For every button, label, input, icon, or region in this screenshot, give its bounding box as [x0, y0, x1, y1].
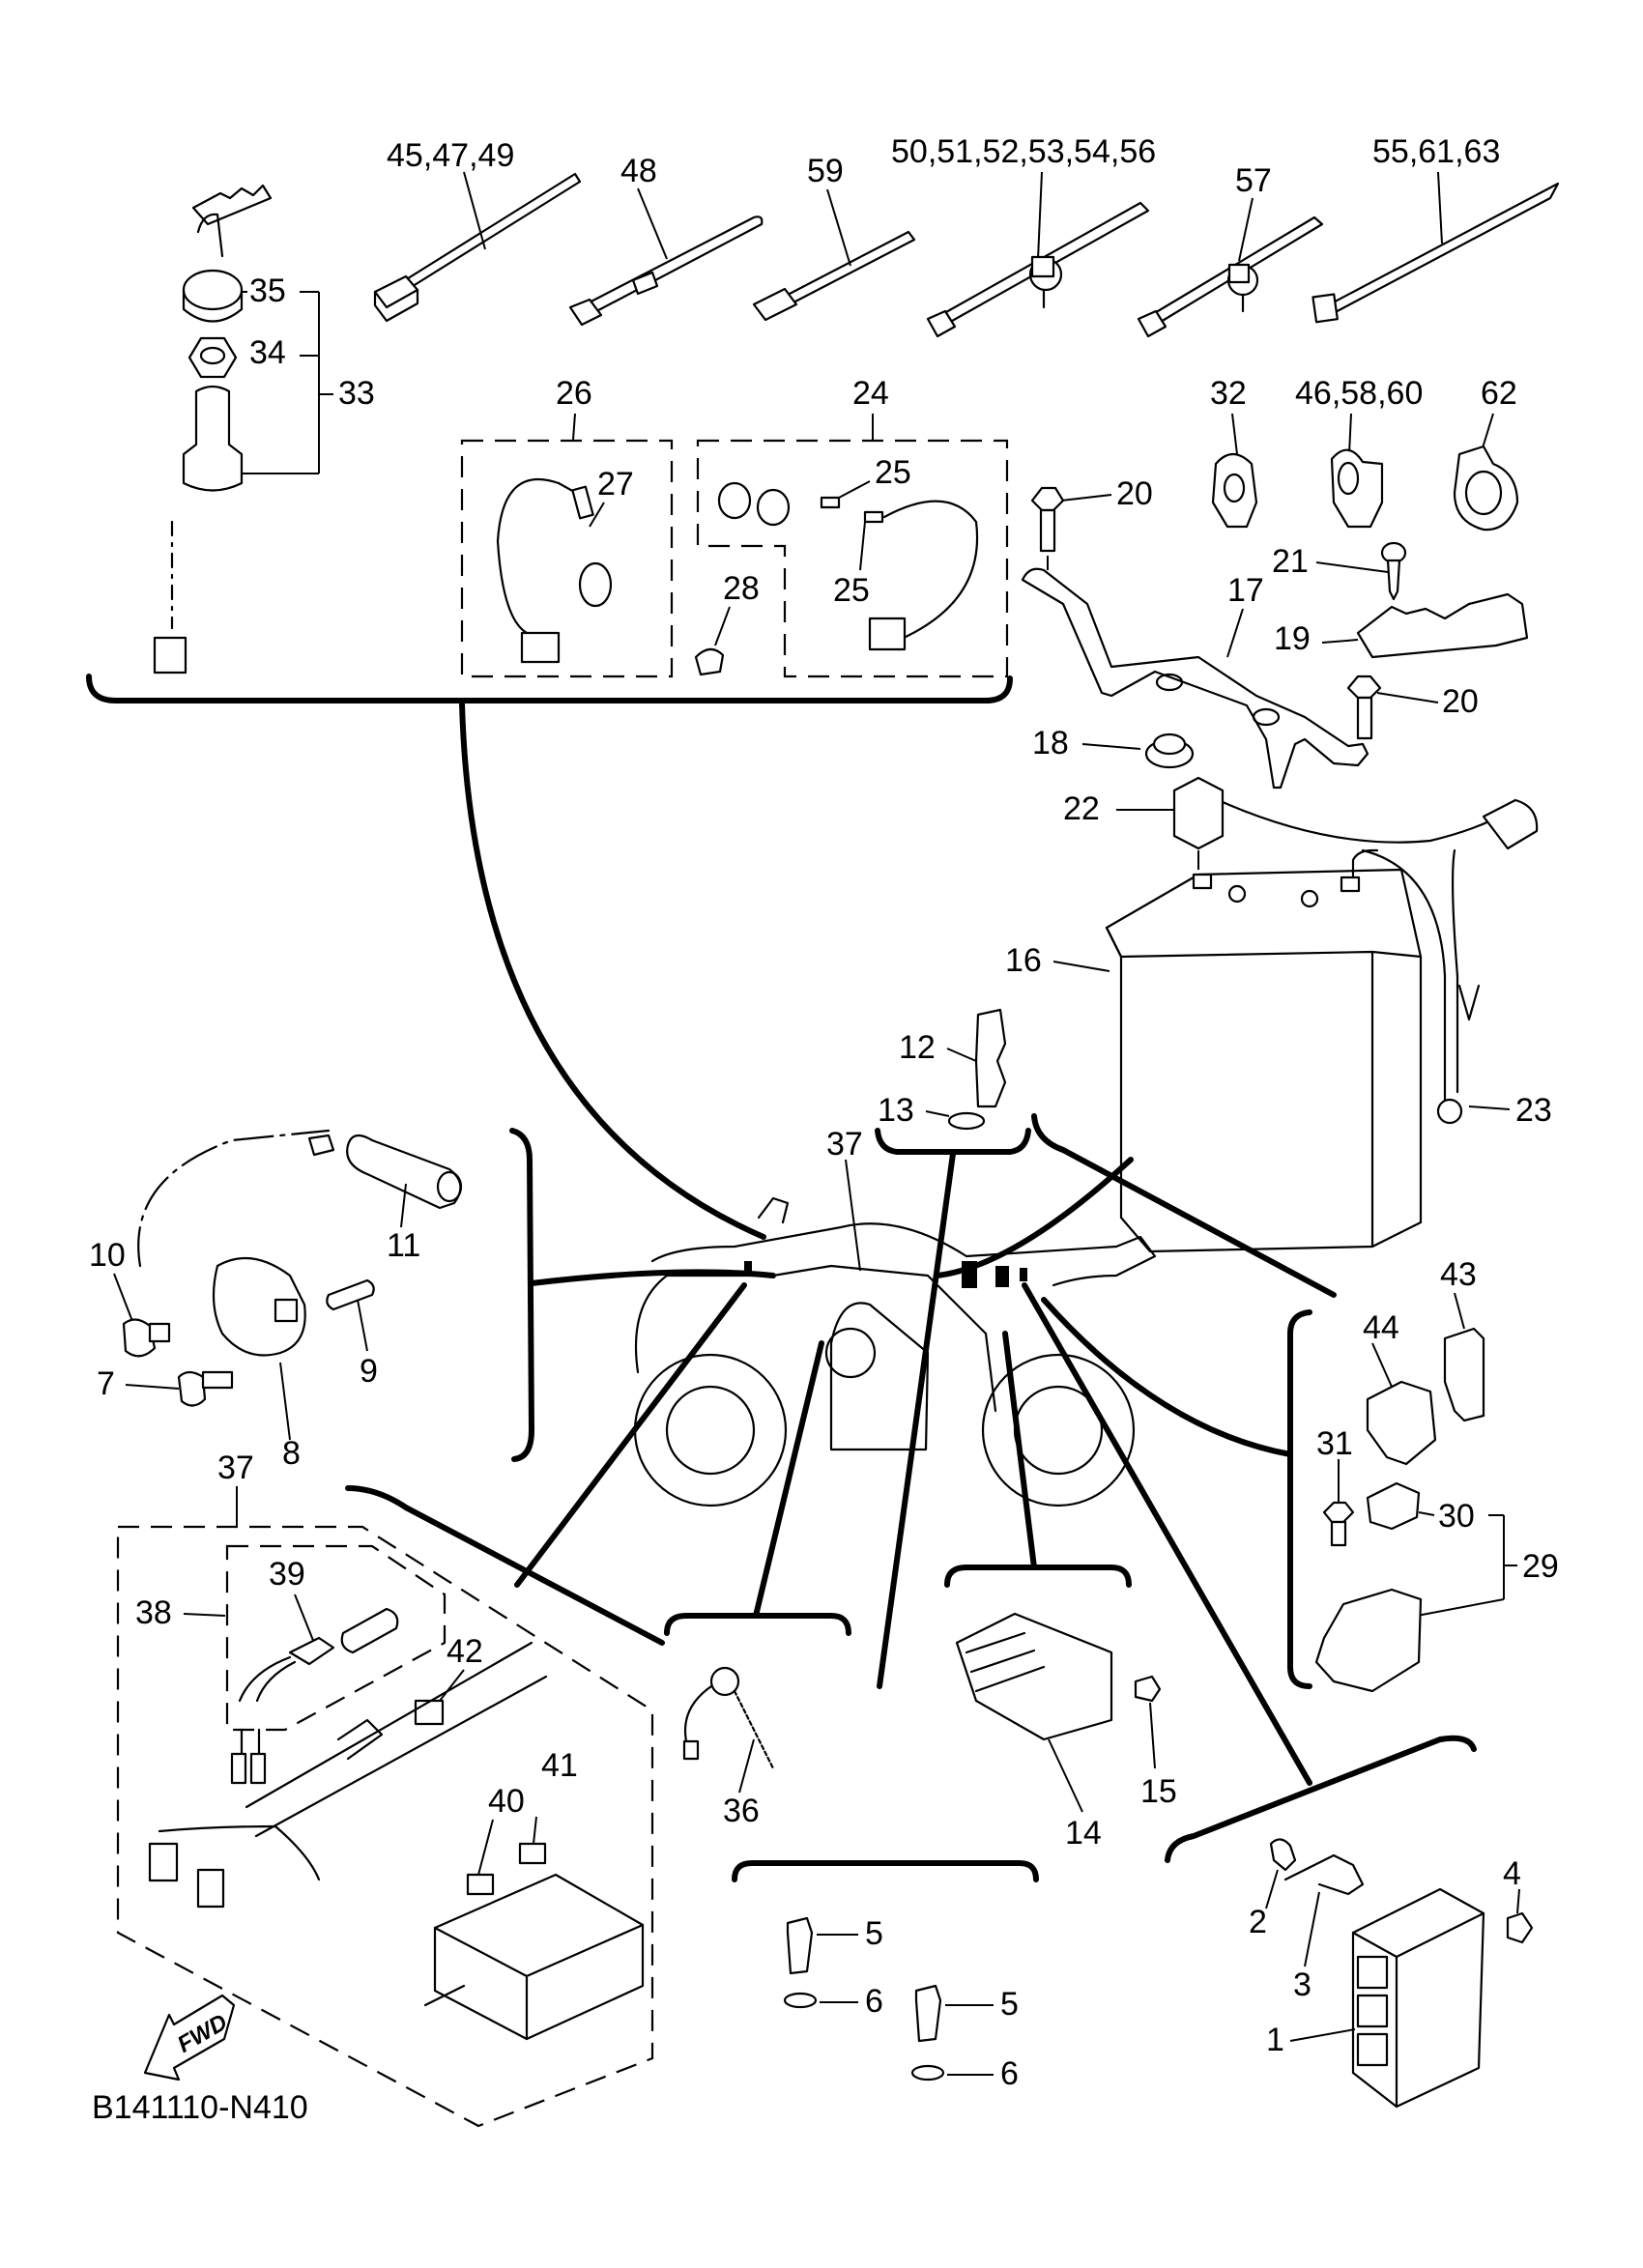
battery-16: 22 16 23 [1005, 776, 1552, 1253]
cable-tie-50-56: 50,51,52,53,54,56 [891, 133, 1156, 338]
callout-20b: 20 [1442, 683, 1479, 720]
callout-14: 14 [1065, 1815, 1102, 1852]
rectifier-14: 14 15 [944, 1331, 1177, 1852]
callout-12: 12 [899, 1029, 936, 1066]
callout-25b: 25 [833, 572, 870, 609]
callout-18: 18 [1032, 725, 1069, 761]
callout-5a: 5 [865, 1915, 883, 1952]
callout-22: 22 [1063, 790, 1100, 827]
cable-tie-48: 48 [568, 153, 764, 327]
callout-35: 35 [249, 273, 286, 309]
callout-6b: 6 [1000, 2055, 1019, 2092]
cable-tie-55-61-63: 55,61,63 [1312, 133, 1560, 324]
callout-8: 7 [97, 1365, 115, 1402]
callout-6a: 6 [865, 1983, 883, 2020]
callout-31: 31 [1316, 1425, 1353, 1462]
sub-harness-24: 24 25 25 28 [694, 375, 1009, 678]
cdi-unit: 2 3 1 4 [1022, 1282, 1534, 2109]
relay-group: 43 44 31 30 29 [1041, 1256, 1559, 1693]
callout-39: 39 [269, 1556, 305, 1593]
clip-32: 32 [1210, 375, 1258, 529]
cable-tie-59: 59 [752, 153, 916, 322]
diagram-code: B141110-N410 [92, 2089, 308, 2126]
callout-30: 30 [1438, 1498, 1475, 1535]
fwd-arrow-icon: FWD [143, 1994, 236, 2081]
callout-10: 10 [89, 1237, 126, 1274]
callout-5b: 5 [1000, 1986, 1019, 2023]
callout-16: 16 [1005, 942, 1042, 979]
callout-20a: 20 [1116, 475, 1153, 512]
callout-34: 34 [249, 334, 286, 371]
callout-48: 48 [620, 153, 657, 189]
callout-7: 8 [282, 1435, 301, 1472]
callout-24: 24 [852, 375, 889, 412]
callout-57: 57 [1235, 162, 1272, 199]
callout-15: 15 [1140, 1773, 1177, 1810]
callout-2: 2 [1249, 1904, 1267, 1940]
callout-37a: 37 [826, 1126, 863, 1163]
callout-1: 1 [1266, 2022, 1284, 2058]
ignition-coil: 11 10 9 7 8 [89, 1128, 776, 1472]
callout-9: 9 [360, 1353, 378, 1390]
callout-28: 28 [723, 570, 760, 607]
callout-21: 21 [1272, 543, 1309, 580]
callout-59: 59 [807, 153, 844, 189]
callout-37b: 37 [217, 1450, 254, 1486]
main-switch-assembly: 35 34 33 [153, 184, 375, 675]
callout-33: 33 [338, 375, 375, 412]
callout-3: 3 [1293, 1967, 1312, 2003]
callout-41: 41 [541, 1747, 578, 1784]
atv-vehicle: 37 [633, 1126, 1157, 1507]
callout-40: 40 [488, 1783, 525, 1820]
callout-42: 42 [447, 1633, 483, 1670]
callout-43: 43 [1440, 1256, 1477, 1293]
callout-44: 44 [1363, 1309, 1399, 1346]
callout-32: 32 [1210, 375, 1247, 412]
wire-harness-37: 37 38 39 42 41 40 [116, 1282, 747, 2128]
battery-bracket-17: 20 17 21 19 20 18 [1021, 475, 1529, 789]
callout-19: 19 [1274, 620, 1311, 657]
bracket-upper-assembly [86, 674, 1013, 703]
callout-55-61-63: 55,61,63 [1372, 133, 1500, 170]
callout-36: 36 [723, 1793, 760, 1829]
connector-line-upper [459, 701, 766, 1240]
sensor-36: 36 [664, 1340, 851, 1829]
callout-13: 13 [878, 1092, 914, 1129]
callout-25a: 25 [875, 454, 911, 491]
clip-46-58-60: 46,58,60 [1295, 375, 1423, 529]
callout-26: 26 [556, 375, 592, 412]
cable-tie-45-47-49: 45,47,49 [373, 137, 582, 323]
callout-11: 11 [387, 1227, 420, 1264]
callout-23: 23 [1515, 1092, 1552, 1129]
callout-50-56: 50,51,52,53,54,56 [891, 133, 1156, 170]
clip-62: 62 [1453, 375, 1519, 531]
callout-29: 29 [1522, 1548, 1559, 1585]
callout-27: 27 [597, 466, 634, 502]
callout-17: 17 [1227, 572, 1264, 609]
callout-45-47-49: 45,47,49 [387, 137, 514, 174]
callout-46-58-60: 46,58,60 [1295, 375, 1423, 412]
cable-tie-57: 57 [1137, 162, 1324, 338]
callout-4: 4 [1503, 1855, 1521, 1892]
callout-38: 38 [135, 1594, 172, 1631]
sub-harness-26: 26 27 [460, 375, 674, 678]
screws-5-6: 5 6 5 6 [732, 1860, 1039, 2092]
callout-62: 62 [1481, 375, 1517, 412]
